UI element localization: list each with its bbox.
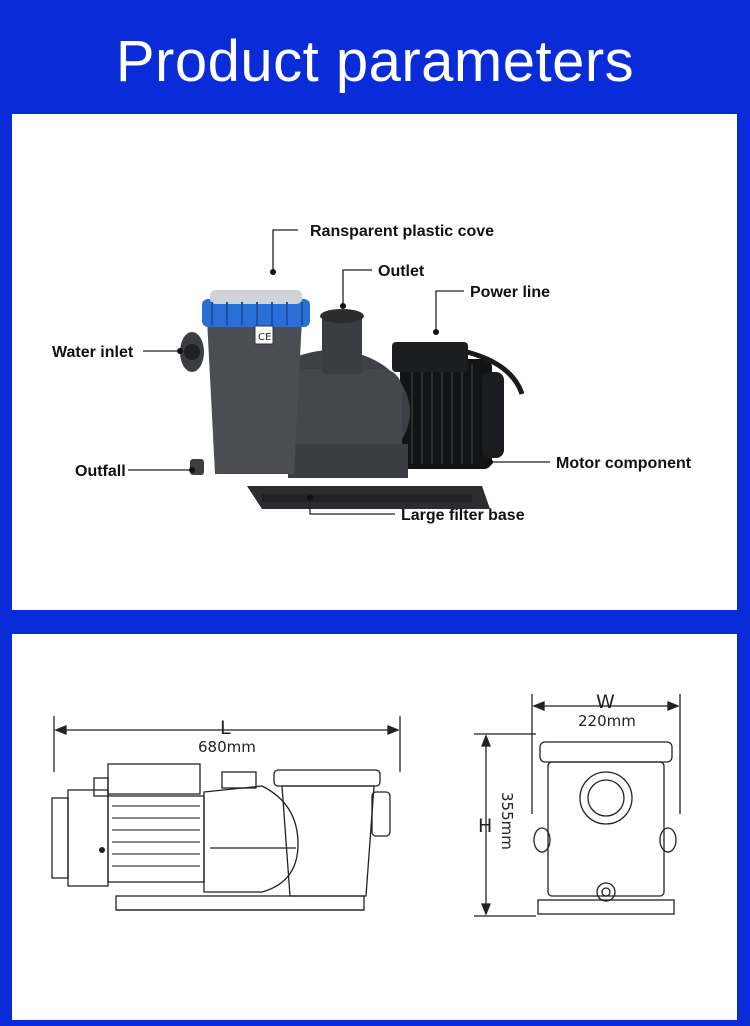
label-outfall: Outfall	[75, 463, 126, 480]
length-letter: L	[220, 717, 231, 739]
width-letter: W	[596, 691, 615, 713]
filter-base	[247, 486, 490, 509]
dimension-drawing-panel: L 680mm W 220mm	[12, 634, 737, 1020]
svg-text:CE: CE	[258, 332, 271, 343]
label-outlet: Outlet	[378, 263, 425, 280]
page-title: Product parameters	[115, 29, 635, 94]
label-filter-base: Large filter base	[401, 507, 525, 524]
product-photo-panel: CE Ransparent plastic cove Outlet	[12, 114, 737, 610]
callout-dots	[177, 269, 493, 501]
dimension-drawings: L 680mm W 220mm	[51, 691, 681, 917]
motor-body	[392, 342, 525, 469]
height-letter: H	[478, 815, 492, 837]
length-value: 680mm	[198, 738, 256, 756]
width-value: 220mm	[578, 712, 636, 730]
side-view-drawing	[51, 716, 401, 911]
label-transparent-cover: Ransparent plastic cove	[310, 223, 494, 240]
height-value: 355mm	[498, 792, 516, 850]
front-view-drawing	[474, 694, 681, 917]
label-power-line: Power line	[470, 284, 550, 301]
pump-illustration: CE Ransparent plastic cove Outlet	[52, 223, 692, 524]
strainer-pot: CE	[180, 290, 310, 475]
callout-lines	[128, 229, 550, 515]
label-water-inlet: Water inlet	[52, 344, 134, 361]
label-motor-component: Motor component	[556, 455, 692, 472]
